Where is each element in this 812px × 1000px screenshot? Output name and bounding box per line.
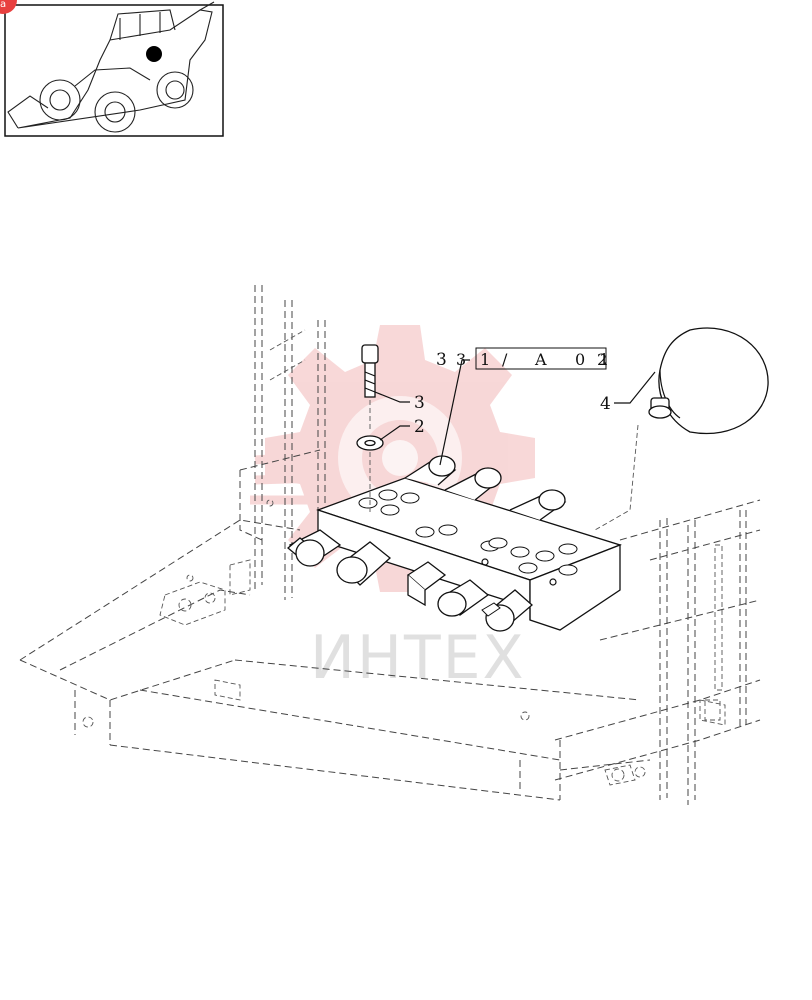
reference-char-4: 0 xyxy=(575,350,585,369)
valve-ports xyxy=(358,489,578,586)
corner-badge-label: a xyxy=(0,0,6,10)
reference-overstrike: 1 xyxy=(599,350,609,369)
reference-char-3: A xyxy=(534,350,547,369)
location-marker-dot xyxy=(146,46,162,62)
callout-3-bolt: 3 xyxy=(414,393,425,413)
reference-char-2: / xyxy=(502,350,508,369)
leader-lines xyxy=(374,359,656,466)
callout-4-accumulator: 4 xyxy=(600,394,611,414)
rear-spool-caps xyxy=(404,455,567,521)
reference-char-1: 1 xyxy=(480,350,490,369)
valve-block xyxy=(286,455,622,632)
callout-3-valve: 3 xyxy=(436,350,447,370)
front-spool-ends xyxy=(286,529,533,632)
accumulator xyxy=(594,327,769,531)
reference-prefix: 3 xyxy=(456,350,466,369)
reference-char-5: 2 xyxy=(597,350,607,369)
bolt xyxy=(361,344,379,430)
background-frame-dashed xyxy=(19,285,761,805)
reference-box: 3 1 / A 0 2 1 xyxy=(456,347,609,370)
corner-badge: a xyxy=(0,0,17,14)
locator-thumbnail xyxy=(4,1,224,137)
watermark-text: ИНТЕХ xyxy=(310,623,526,693)
washer xyxy=(356,435,384,512)
callout-2-washer: 2 xyxy=(414,417,425,437)
